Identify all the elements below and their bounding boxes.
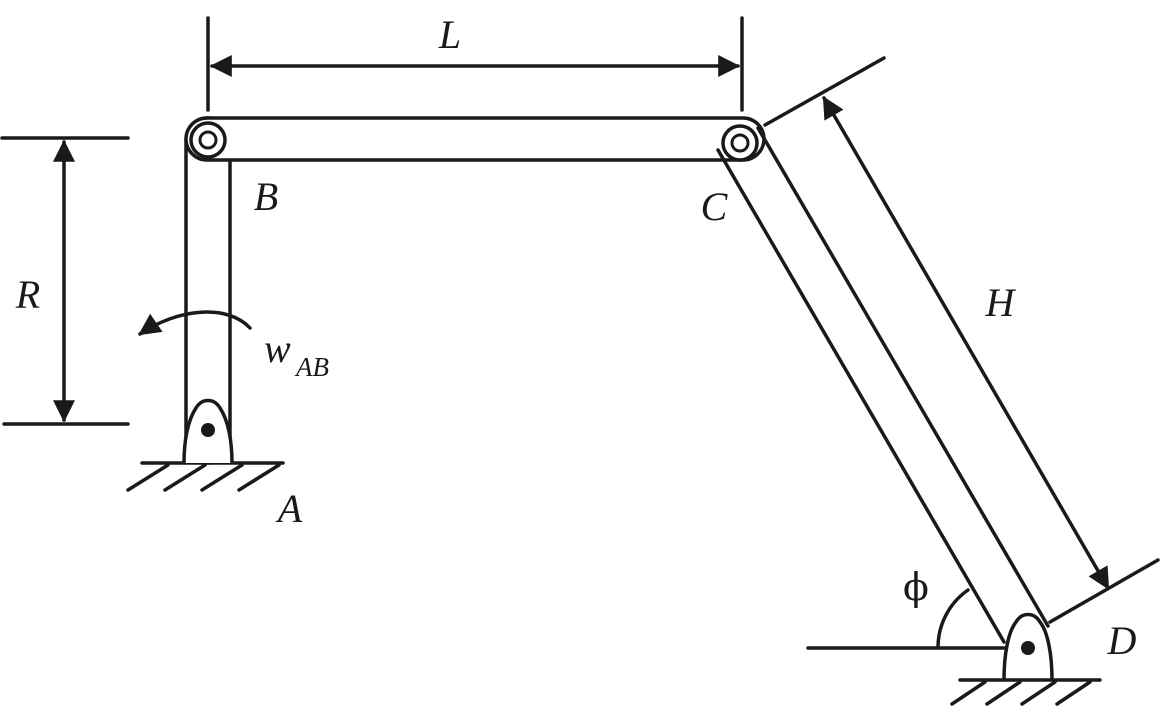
pin-b (189, 121, 227, 159)
dimension-r (0, 136, 130, 426)
label-c: C (701, 184, 729, 229)
link-bc (184, 116, 766, 162)
label-r: R (15, 272, 40, 317)
angle-phi (806, 588, 1006, 650)
ground-support-d (950, 678, 1102, 706)
label-phi: ϕ (903, 565, 929, 609)
label-b: B (254, 174, 278, 219)
label-a: A (275, 486, 303, 531)
label-l: L (438, 12, 461, 57)
svg-text:AB: AB (294, 352, 329, 382)
link-cd (716, 126, 1050, 644)
dimension-l (206, 16, 744, 112)
ground-support-a (126, 461, 285, 492)
dimension-h (763, 56, 1160, 624)
pin-a (182, 398, 234, 464)
svg-text:w: w (264, 326, 291, 371)
pin-d (1002, 612, 1054, 681)
angular-velocity-arrow (138, 310, 252, 336)
label-d: D (1107, 618, 1137, 663)
label-h: H (985, 280, 1017, 325)
pin-c (721, 124, 759, 162)
label-omega-ab: w AB (264, 326, 329, 382)
